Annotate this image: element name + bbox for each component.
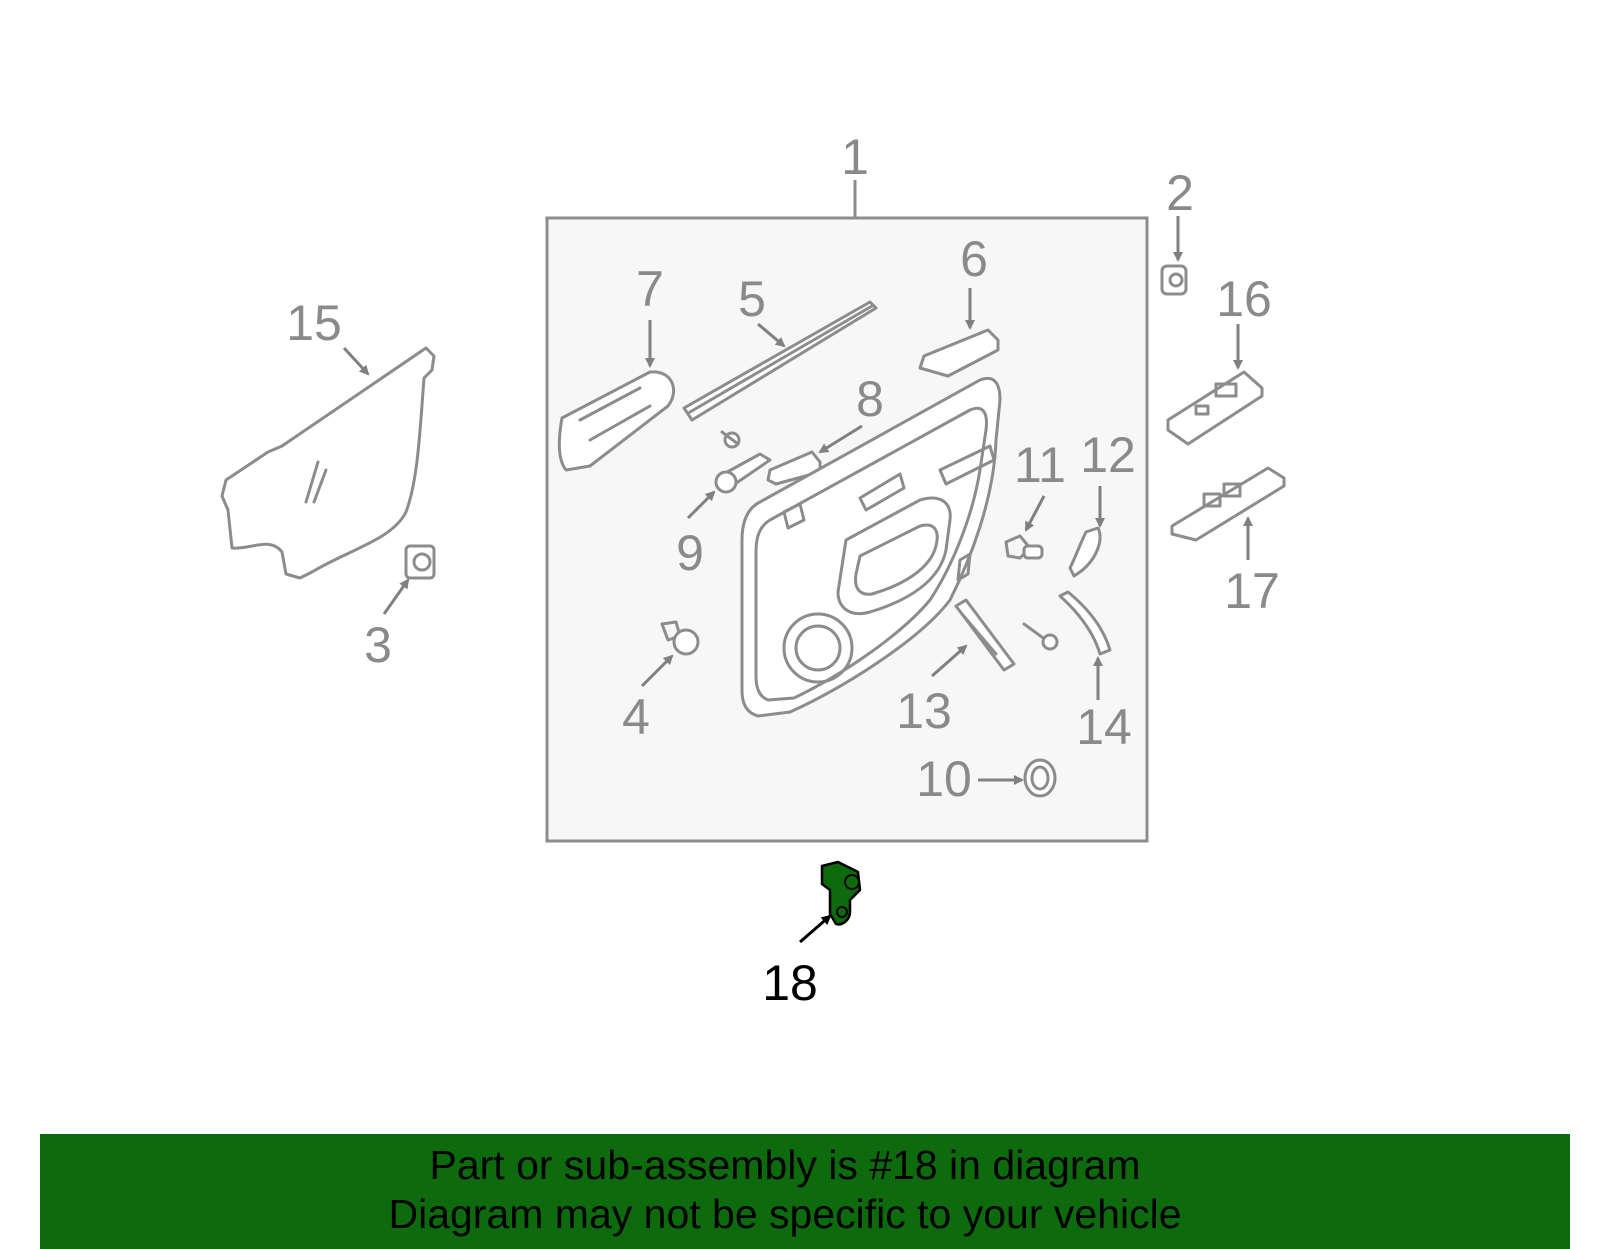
callout-13: 13 — [896, 683, 952, 739]
part-5-shape — [682, 300, 878, 422]
banner-line-1: Part or sub-assembly is #18 in diagram — [429, 1142, 1141, 1188]
arrow-8 — [818, 424, 863, 454]
leader-arrows — [342, 216, 1253, 944]
callout-11: 11 — [1014, 437, 1066, 493]
callout-3: 3 — [364, 617, 392, 673]
callout-18[interactable]: 18 — [762, 955, 818, 1011]
part-12-shape — [1068, 526, 1102, 578]
arrow-3 — [382, 578, 410, 615]
callout-4: 4 — [622, 689, 650, 745]
arrow-18 — [799, 914, 832, 944]
info-banner: Part or sub-assembly is #18 in diagram D… — [40, 1134, 1570, 1249]
parts-diagram: 1 2 3 4 5 6 7 8 9 10 11 12 13 14 15 16 1… — [220, 129, 1286, 1011]
callout-17: 17 — [1224, 563, 1280, 619]
arrow-9 — [686, 490, 716, 520]
callout-14: 14 — [1076, 699, 1132, 755]
part-17-shape — [1170, 466, 1286, 542]
screw-shape — [1022, 622, 1059, 651]
callout-7: 7 — [636, 261, 664, 317]
callout-5: 5 — [738, 271, 766, 327]
part-11-shape — [1004, 534, 1044, 560]
arrow-5 — [757, 322, 786, 348]
callout-15: 15 — [286, 295, 342, 351]
part-15-shape — [220, 346, 436, 580]
part-4-shape — [660, 620, 700, 656]
callout-6: 6 — [960, 231, 988, 287]
callout-1: 1 — [841, 129, 869, 185]
part-2-shape — [1160, 264, 1188, 296]
arrow-15 — [342, 346, 370, 376]
callout-16: 16 — [1216, 271, 1272, 327]
part-14-shape — [1058, 590, 1112, 656]
screw-shape-2 — [720, 430, 740, 446]
door-trim-panel — [740, 377, 1002, 718]
callout-12: 12 — [1080, 427, 1136, 483]
part-13-shape — [954, 598, 1016, 672]
callout-8: 8 — [856, 371, 884, 427]
part-10-shape — [1023, 758, 1057, 798]
callout-labels: 1 2 3 4 5 6 7 8 9 10 11 12 13 14 15 16 1… — [286, 129, 1280, 1011]
callout-9: 9 — [676, 525, 704, 581]
part-9-shape — [714, 431, 772, 494]
part-16-shape — [1166, 370, 1264, 446]
arrow-11 — [1024, 495, 1046, 532]
callout-10: 10 — [916, 751, 972, 807]
callout-2: 2 — [1166, 165, 1194, 221]
arrow-13 — [931, 644, 968, 678]
part-18-shape[interactable] — [820, 860, 862, 926]
part-3-shape — [404, 544, 436, 580]
banner-line-2: Diagram may not be specific to your vehi… — [388, 1191, 1182, 1237]
part-6-shape — [918, 328, 1000, 378]
part-7-shape — [557, 370, 675, 472]
arrow-4 — [640, 654, 674, 688]
